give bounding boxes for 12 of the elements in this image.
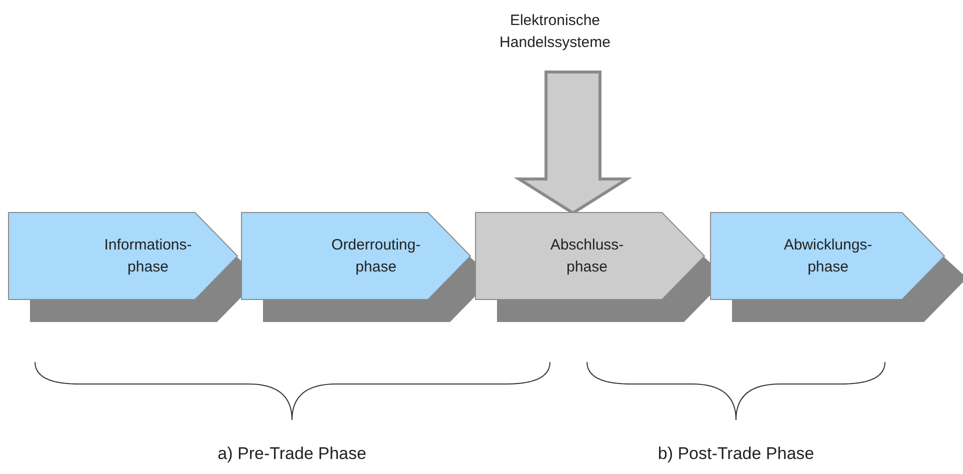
- phase-label: Abwicklungs- phase: [784, 235, 872, 277]
- phase-label: Orderrouting- phase: [331, 235, 421, 277]
- phase-label: Abschluss- phase: [550, 235, 624, 277]
- chevron-shape: [710, 212, 945, 300]
- chevron-shape: [241, 212, 471, 300]
- phase-label: Informations- phase: [104, 235, 192, 277]
- chevron-shape: [475, 212, 705, 300]
- input-label: Elektronische Handelssysteme: [498, 11, 612, 53]
- phase-group-label: b) Post-Trade Phase: [658, 444, 814, 464]
- chevron-shape: [8, 212, 238, 300]
- phase-group-label: a) Pre-Trade Phase: [218, 444, 366, 464]
- block-arrow: [514, 70, 632, 215]
